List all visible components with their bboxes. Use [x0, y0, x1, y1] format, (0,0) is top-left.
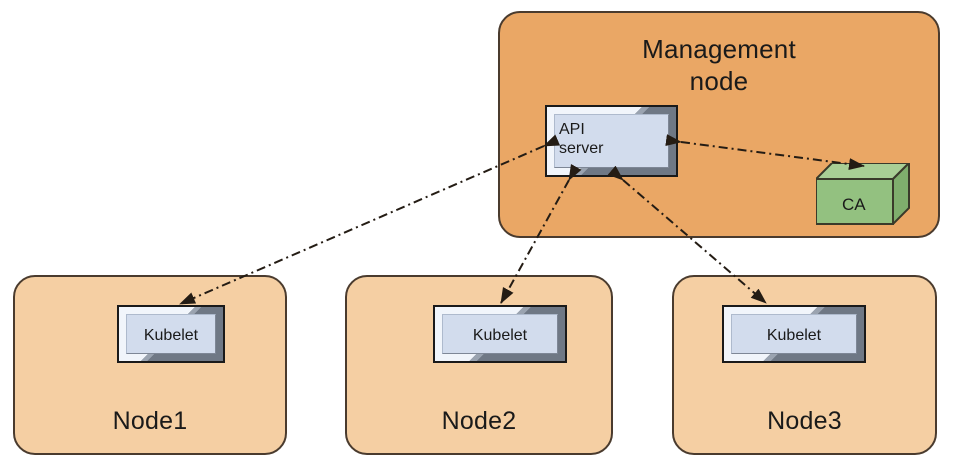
api-server-label-line1: API	[559, 121, 585, 138]
ca-label: CA	[842, 195, 866, 214]
ca-cube-shape	[816, 163, 910, 225]
kubelet-box-node1[interactable]: Kubelet	[117, 305, 225, 363]
kubelet-face-node3	[731, 314, 857, 354]
node-title-node2: Node2	[441, 407, 517, 435]
kubelet-label-node1: Kubelet	[143, 327, 199, 344]
kubelet-face-node2	[442, 314, 558, 354]
kubelet-face-node1	[126, 314, 216, 354]
node-panel-node3: Node3	[672, 275, 937, 455]
management-node-title-line1: Management	[642, 34, 796, 64]
node-title-node3: Node3	[767, 407, 842, 435]
kubelet-box-node3[interactable]: Kubelet	[722, 305, 866, 363]
node-panel-node2: Node2	[345, 275, 613, 455]
api-server-box[interactable]: API server	[545, 105, 678, 177]
api-server-label-line2: server	[559, 140, 604, 157]
ca-cube[interactable]: CA	[816, 163, 910, 225]
kubelet-label-node3: Kubelet	[766, 327, 822, 344]
node-panel-node1: Node1	[13, 275, 287, 455]
management-node-title-line2: node	[689, 66, 749, 96]
node-title-node1: Node1	[112, 407, 188, 435]
kubelet-label-node2: Kubelet	[472, 327, 528, 344]
kubelet-box-node2[interactable]: Kubelet	[433, 305, 567, 363]
